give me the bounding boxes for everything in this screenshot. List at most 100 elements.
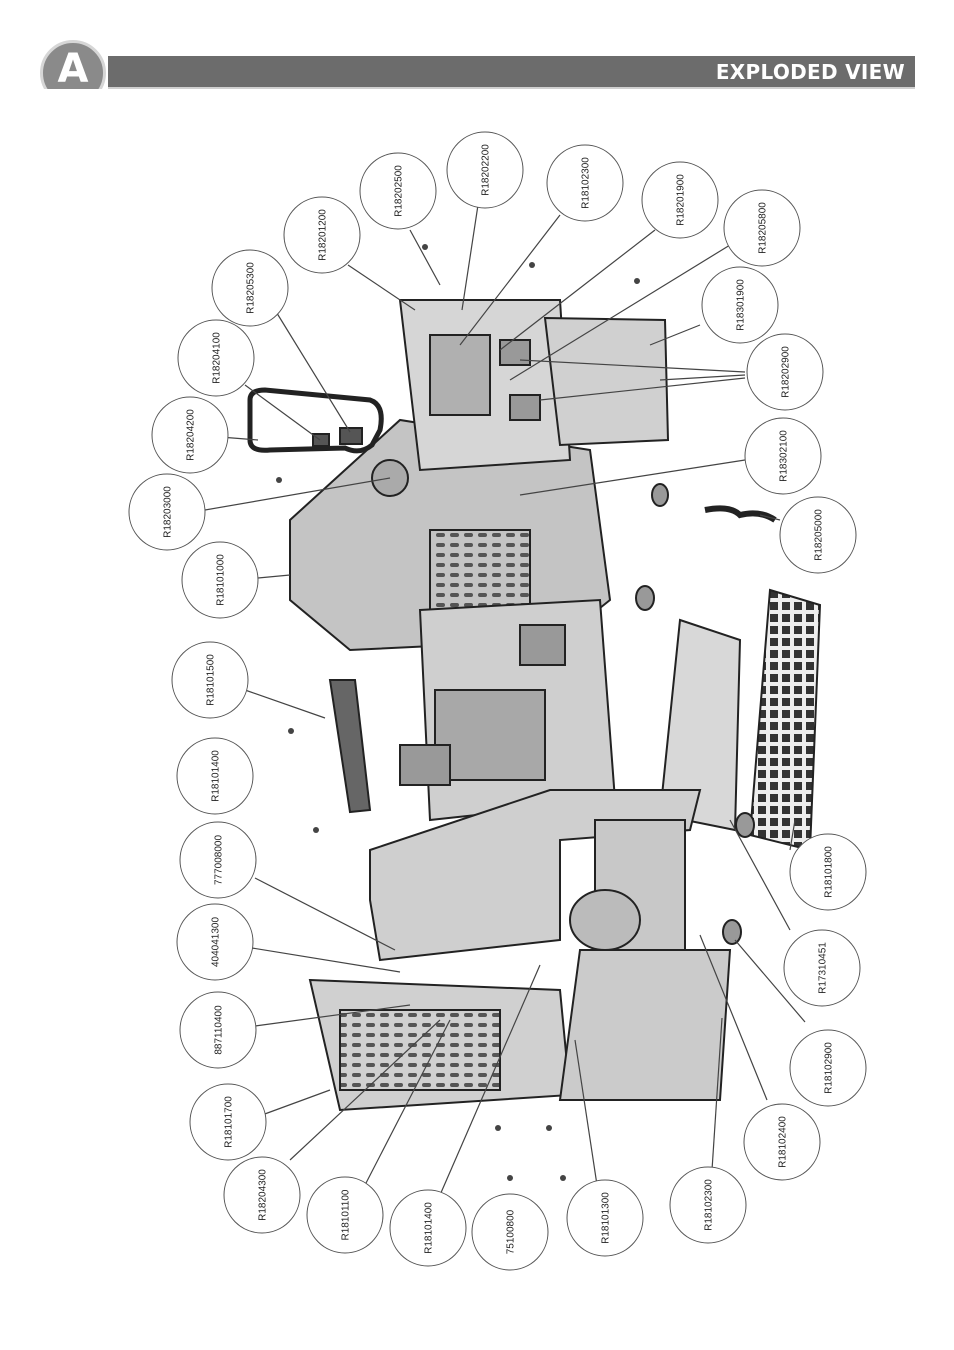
part-number: R18202900 bbox=[781, 346, 792, 398]
screw bbox=[276, 477, 282, 483]
callout: R18101000 bbox=[181, 541, 259, 619]
callout: R18101400 bbox=[389, 1189, 467, 1267]
title-bar: EXPLODED VIEW bbox=[108, 56, 915, 89]
control-panel bbox=[429, 334, 491, 416]
part-number: 404041300 bbox=[211, 917, 222, 967]
part-number: R18201900 bbox=[676, 174, 687, 226]
page-title: EXPLODED VIEW bbox=[715, 60, 905, 84]
callout: R18101300 bbox=[566, 1179, 644, 1257]
motor-block bbox=[434, 689, 546, 781]
callout: R18102400 bbox=[743, 1103, 821, 1181]
section-letter: A bbox=[57, 46, 89, 92]
callout: R18205000 bbox=[779, 496, 857, 574]
foot-1 bbox=[651, 483, 669, 507]
callout: R18302100 bbox=[744, 417, 822, 495]
callout: R18202900 bbox=[746, 333, 824, 411]
screw bbox=[288, 728, 294, 734]
callout: 777008000 bbox=[179, 821, 257, 899]
callout: R18205800 bbox=[723, 189, 801, 267]
fan-wheel bbox=[569, 889, 641, 951]
part-number: R18101500 bbox=[206, 654, 217, 706]
part-number: R18102300 bbox=[581, 157, 592, 209]
pump-block bbox=[399, 744, 451, 786]
leader-lines bbox=[204, 204, 806, 1196]
part-callouts: R18202500 R18202200 R18102300 R18201900 … bbox=[128, 131, 867, 1271]
part-number: R18102900 bbox=[824, 1042, 835, 1094]
heater-rod bbox=[328, 679, 372, 814]
callout: R18203000 bbox=[128, 473, 206, 551]
foot-3 bbox=[735, 812, 755, 838]
callout: R18202500 bbox=[359, 152, 437, 230]
screw bbox=[495, 1125, 501, 1131]
callout: R18201900 bbox=[641, 161, 719, 239]
part-number: R18202500 bbox=[394, 165, 405, 217]
vent-area-lower bbox=[339, 1009, 501, 1091]
screw bbox=[507, 1175, 513, 1181]
part-number: R18101700 bbox=[224, 1096, 235, 1148]
page-header: A EXPLODED VIEW bbox=[0, 0, 954, 113]
callout: R18301900 bbox=[701, 266, 779, 344]
part-number: R18204100 bbox=[212, 332, 223, 384]
part-number: R18202200 bbox=[481, 144, 492, 196]
callout: 404041300 bbox=[176, 903, 254, 981]
callout: R18204200 bbox=[151, 396, 229, 474]
screw bbox=[313, 827, 319, 833]
part-number: 887110400 bbox=[214, 1005, 225, 1055]
screw bbox=[546, 1125, 552, 1131]
part-number: R17310451 bbox=[818, 942, 829, 994]
part-number: R18205800 bbox=[758, 202, 769, 254]
callout: R18102300 bbox=[546, 144, 624, 222]
callout: R18101400 bbox=[176, 737, 254, 815]
part-number: R18102400 bbox=[778, 1116, 789, 1168]
badge-underline-mask bbox=[36, 89, 112, 113]
screw bbox=[422, 244, 428, 250]
callout: R18101700 bbox=[189, 1083, 267, 1161]
machine-parts bbox=[247, 299, 822, 1112]
foot-2 bbox=[635, 585, 655, 611]
callout: R17310451 bbox=[783, 929, 861, 1007]
callout: 887110400 bbox=[179, 991, 257, 1069]
handle-plug bbox=[312, 433, 330, 447]
part-number: R18101400 bbox=[211, 750, 222, 802]
part-number: R18204300 bbox=[258, 1169, 269, 1221]
part-number: R18101300 bbox=[601, 1192, 612, 1244]
screw bbox=[529, 262, 535, 268]
handle-connector bbox=[339, 427, 363, 445]
switch-2 bbox=[509, 394, 541, 421]
bottom-rear-panel bbox=[558, 949, 732, 1101]
part-number: R18102300 bbox=[704, 1179, 715, 1231]
part-number: 777008000 bbox=[214, 835, 225, 885]
part-number: 75100800 bbox=[506, 1209, 517, 1254]
part-number: R18101800 bbox=[824, 846, 835, 898]
part-number: R18201200 bbox=[318, 209, 329, 261]
screw bbox=[560, 1175, 566, 1181]
callout: R18102300 bbox=[669, 1166, 747, 1244]
part-number: R18205300 bbox=[246, 262, 257, 314]
rear-side-panel bbox=[543, 316, 670, 447]
part-number: R18204200 bbox=[186, 409, 197, 461]
callout: R18205300 bbox=[211, 249, 289, 327]
part-number: R18101100 bbox=[341, 1189, 352, 1240]
part-number: R18301900 bbox=[736, 279, 747, 331]
switch-1 bbox=[499, 339, 531, 366]
screws bbox=[276, 244, 640, 1181]
part-number: R18205000 bbox=[814, 509, 825, 561]
screw bbox=[634, 278, 640, 284]
cable-clip bbox=[704, 505, 777, 523]
callout: R18202200 bbox=[446, 131, 524, 209]
callout: R18101800 bbox=[789, 833, 867, 911]
callout: R18201200 bbox=[283, 196, 361, 274]
callout: R18204300 bbox=[223, 1156, 301, 1234]
part-number: R18101400 bbox=[424, 1202, 435, 1254]
callout: 75100800 bbox=[471, 1193, 549, 1271]
part-number: R18302100 bbox=[779, 430, 790, 482]
callout: R18204100 bbox=[177, 319, 255, 397]
callout: R18101100 bbox=[306, 1176, 384, 1254]
callout: R18101500 bbox=[171, 641, 249, 719]
callout: R18102900 bbox=[789, 1029, 867, 1107]
part-number: R18101000 bbox=[216, 554, 227, 606]
foot-4 bbox=[722, 919, 742, 945]
valve-block bbox=[519, 624, 566, 666]
drip-grid bbox=[748, 588, 822, 852]
